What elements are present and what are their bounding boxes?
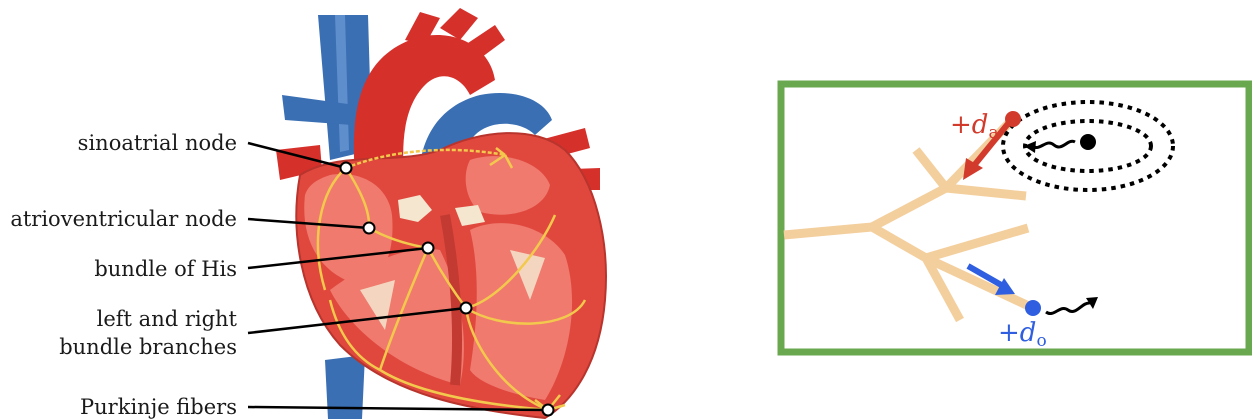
- tip-do-dot: [1025, 300, 1041, 316]
- source-dot: [1080, 134, 1096, 150]
- label-bundle-branches-line1: left and right: [97, 307, 238, 331]
- label-da-symbol: d: [972, 110, 989, 140]
- tip-da-dot: [1005, 111, 1021, 127]
- label-purkinje-fibers: Purkinje fibers: [80, 395, 237, 419]
- label-do-sign: +: [998, 318, 1020, 348]
- label-sinoatrial-node: sinoatrial node: [78, 131, 237, 155]
- label-da-sign: +: [950, 110, 972, 140]
- tree-panel: +da +do: [781, 84, 1249, 352]
- label-bundle-of-his: bundle of His: [94, 257, 237, 281]
- label-do-sub: o: [1036, 331, 1046, 351]
- aortic-branch-2: [440, 8, 478, 40]
- label-atrioventricular-node: atrioventricular node: [10, 207, 237, 231]
- purkinje-marker: [543, 405, 554, 416]
- av-node-marker: [364, 223, 375, 234]
- label-da-sub: a: [988, 123, 998, 143]
- sa-node-marker: [341, 163, 352, 174]
- inferior-vena-cava: [325, 355, 365, 419]
- label-bundle-branches-line2: bundle branches: [59, 335, 237, 359]
- branches-marker: [461, 303, 472, 314]
- left-ventricle: [470, 223, 572, 400]
- heart-panel: sinoatrial node atrioventricular node bu…: [10, 8, 606, 419]
- label-do-symbol: d: [1020, 318, 1037, 348]
- his-marker: [423, 243, 434, 254]
